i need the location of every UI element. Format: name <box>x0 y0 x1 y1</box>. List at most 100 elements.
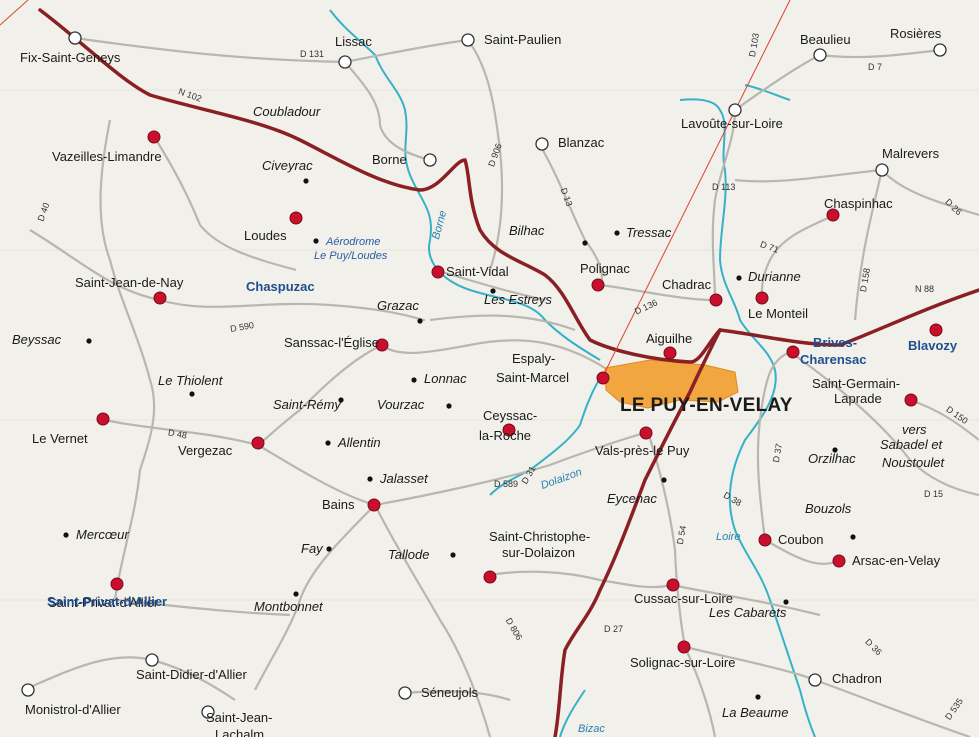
locality-vourzac-label[interactable]: Vourzac <box>377 397 425 412</box>
town-arsac-en-velay-marker[interactable] <box>832 554 846 568</box>
locality-les-cabarets-label[interactable]: Les Cabarets <box>709 605 787 620</box>
river-loire-label[interactable]: Loire <box>716 531 741 543</box>
village-rosi-res-marker[interactable] <box>933 43 947 57</box>
town-saint-privat-d-allier-marker[interactable] <box>110 577 124 591</box>
town-vergezac-label[interactable]: Vergezac <box>178 443 233 458</box>
town-bains-label[interactable]: Bains <box>322 497 355 512</box>
village-saint-jean-label[interactable]: Saint-Jean- <box>206 710 273 725</box>
aerodrome-name-label[interactable]: Le Puy/Loudes <box>314 250 388 262</box>
locality-saint-r-my-marker[interactable] <box>338 397 344 403</box>
city-le-puy-en-velay-label[interactable]: LE PUY-EN-VELAY <box>620 395 793 416</box>
locality-vourzac-marker[interactable] <box>446 403 452 409</box>
region-brives-label[interactable]: Brives- <box>813 335 858 350</box>
town-vazeilles-limandre-marker[interactable] <box>147 130 161 144</box>
town-cussac-sur-loire-label[interactable]: Cussac-sur-Loire <box>634 591 733 606</box>
town-saint-jean-de-nay-marker[interactable] <box>153 291 167 305</box>
locality-les-estreys-label[interactable]: Les Estreys <box>484 292 552 307</box>
town-solignac-sur-loire-marker[interactable] <box>677 640 691 654</box>
village-saint-didier-d-allier-label[interactable]: Saint-Didier-d'Allier <box>136 667 247 682</box>
locality-jalasset-marker[interactable] <box>367 476 373 482</box>
locality-civeyrac-marker[interactable] <box>303 178 309 184</box>
locality-fay-marker[interactable] <box>326 546 332 552</box>
town-espaly-label[interactable]: Espaly- <box>512 351 556 366</box>
town-polignac-label[interactable]: Polignac <box>580 261 630 276</box>
town-aiguilhe-label[interactable]: Aiguilhe <box>646 331 693 346</box>
town-vergezac-marker[interactable] <box>251 436 265 450</box>
village-blanzac-label[interactable]: Blanzac <box>558 135 605 150</box>
village-s-neujols-marker[interactable] <box>398 686 412 700</box>
town-le-vernet-marker[interactable] <box>96 412 110 426</box>
region-saint-privat-d-allier-label[interactable]: Saint-Privat-d'Allier <box>47 594 168 609</box>
region-charensac-label[interactable]: Charensac <box>800 352 867 367</box>
locality-montbonnet-marker[interactable] <box>293 591 299 597</box>
locality-la-beaume-label[interactable]: La Beaume <box>722 705 789 720</box>
locality-jalasset-label[interactable]: Jalasset <box>380 471 428 486</box>
locality-tressac-label[interactable]: Tressac <box>626 225 672 240</box>
town-vals-pr-s-le-puy-marker[interactable] <box>639 426 653 440</box>
aerodrome-label[interactable]: Aérodrome <box>326 236 381 248</box>
locality-tressac-marker[interactable] <box>614 230 620 236</box>
town-saint-germain-label[interactable]: Saint-Germain- <box>812 376 901 391</box>
town-saint-christophe-label[interactable]: Saint-Christophe- <box>489 529 591 544</box>
locality-allentin-label[interactable]: Allentin <box>338 435 381 450</box>
town-loudes-label[interactable]: Loudes <box>244 228 287 243</box>
village-chadron-marker[interactable] <box>808 673 822 687</box>
village-fix-saint-geneys-marker[interactable] <box>68 31 82 45</box>
locality-lonnac-marker[interactable] <box>411 377 417 383</box>
locality-beyssac-label[interactable]: Beyssac <box>12 332 62 347</box>
town-chadrac-marker[interactable] <box>709 293 723 307</box>
village-lavo-te-sur-loire-marker[interactable] <box>728 103 742 117</box>
town-coubon-label[interactable]: Coubon <box>778 532 824 547</box>
town-le-vernet-label[interactable]: Le Vernet <box>32 431 88 446</box>
village-beaulieu-marker[interactable] <box>813 48 827 62</box>
region-blavozy-label[interactable]: Blavozy <box>908 338 958 353</box>
locality-allentin-marker[interactable] <box>325 440 331 446</box>
locality-beyssac-marker[interactable] <box>86 338 92 344</box>
locality-bouzols-label[interactable]: Bouzols <box>805 501 852 516</box>
village-s-neujols-label[interactable]: Séneujols <box>421 685 479 700</box>
locality-grazac-label[interactable]: Grazac <box>377 298 419 313</box>
locality-montbonnet-label[interactable]: Montbonnet <box>254 599 323 614</box>
locality-orzilhac-marker[interactable] <box>832 447 838 453</box>
town-brives-marker[interactable] <box>786 345 800 359</box>
aerodrome-marker[interactable] <box>313 238 319 244</box>
river-bizac-label[interactable]: Bizac <box>578 723 605 735</box>
town-chaspinhac-label[interactable]: Chaspinhac <box>824 196 893 211</box>
village-chadron-label[interactable]: Chadron <box>832 671 882 686</box>
village-blanzac-marker[interactable] <box>535 137 549 151</box>
village-lavo-te-sur-loire-label[interactable]: Lavoûte-sur-Loire <box>681 116 783 131</box>
village-lissac-label[interactable]: Lissac <box>335 34 372 49</box>
village-fix-saint-geneys-label[interactable]: Fix-Saint-Geneys <box>20 50 121 65</box>
village-borne-marker[interactable] <box>423 153 437 167</box>
town-le-monteil-marker[interactable] <box>755 291 769 305</box>
locality-la-beaume-marker[interactable] <box>755 694 761 700</box>
village-lissac-marker[interactable] <box>338 55 352 69</box>
locality-le-thiolent-label[interactable]: Le Thiolent <box>158 373 223 388</box>
town-vazeilles-limandre-label[interactable]: Vazeilles-Limandre <box>52 149 162 164</box>
locality-orzilhac-label[interactable]: Orzilhac <box>808 451 856 466</box>
town-saint-vidal-marker[interactable] <box>431 265 445 279</box>
town-saint-jean-de-nay-label[interactable]: Saint-Jean-de-Nay <box>75 275 184 290</box>
village-rosi-res-label[interactable]: Rosières <box>890 26 942 41</box>
town-saint-privat-d-allier-label[interactable]: Saint-Privat-d'Allier <box>48 595 159 610</box>
village-lachalm-label[interactable]: Lachalm <box>215 727 265 737</box>
locality-les-cabarets-marker[interactable] <box>783 599 789 605</box>
locality-bouzols-marker[interactable] <box>850 534 856 540</box>
town-chadrac-label[interactable]: Chadrac <box>662 277 712 292</box>
region-chaspuzac-label[interactable]: Chaspuzac <box>246 279 315 294</box>
locality-fay-label[interactable]: Fay <box>301 541 323 556</box>
locality-le-thiolent-marker[interactable] <box>189 391 195 397</box>
town-saint-vidal-label[interactable]: Saint-Vidal <box>446 264 509 279</box>
town-blavozy-marker[interactable] <box>929 323 943 337</box>
town-chaspinhac-marker[interactable] <box>826 208 840 222</box>
locality-durianne-label[interactable]: Durianne <box>748 269 801 284</box>
locality-tallode-marker[interactable] <box>450 552 456 558</box>
town-le-monteil-label[interactable]: Le Monteil <box>748 306 808 321</box>
locality-eycenac-marker[interactable] <box>661 477 667 483</box>
town-espaly-marker[interactable] <box>596 371 610 385</box>
town-ceyssac-marker[interactable] <box>502 423 516 437</box>
town-vals-pr-s-le-puy-label[interactable]: Vals-près-le Puy <box>595 443 690 458</box>
locality-merc-ur-marker[interactable] <box>63 532 69 538</box>
town-saint-germain-marker[interactable] <box>904 393 918 407</box>
